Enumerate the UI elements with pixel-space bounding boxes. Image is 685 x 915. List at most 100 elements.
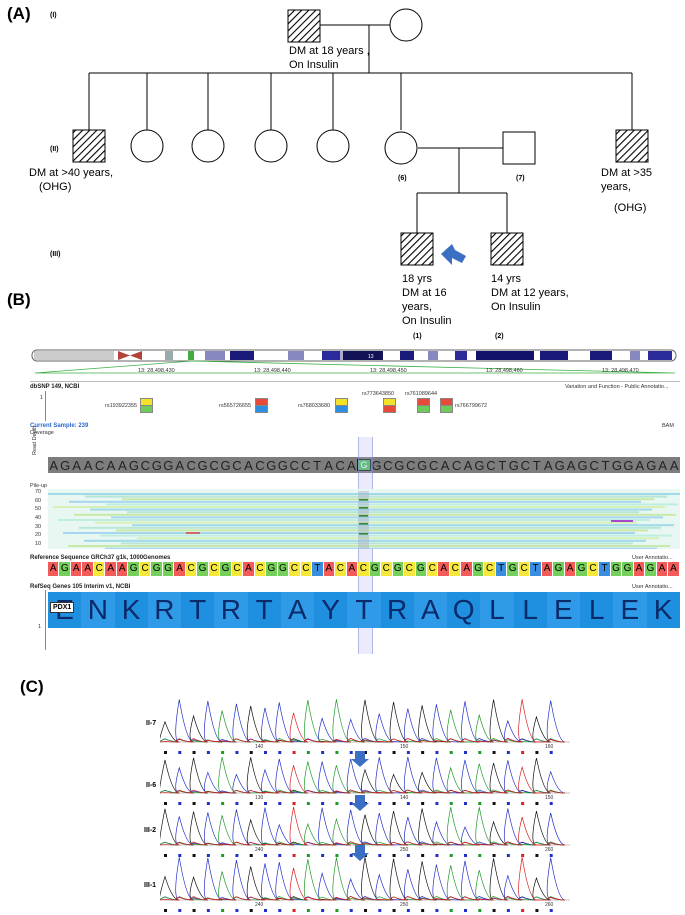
reference-base: C [185, 562, 198, 576]
dbsnp-scale-1: 1 [40, 395, 44, 401]
base-call-marker [506, 751, 510, 754]
variant-arrow-icon [351, 751, 369, 767]
coverage-base: A [543, 457, 553, 473]
generation-label-ii: (II) [50, 146, 59, 153]
base-call-marker [292, 854, 296, 857]
variant-read-mark [359, 499, 368, 501]
base-call-marker [249, 909, 253, 912]
pileup-axis: 70 60 50 40 30 20 10 [35, 489, 42, 548]
base-call-marker [521, 909, 525, 912]
coverage-base: C [301, 457, 311, 473]
amino-acid: L [480, 592, 514, 628]
bam-menu[interactable]: BAM [662, 423, 674, 429]
base-call-marker [421, 854, 425, 857]
base-call-marker [235, 802, 239, 805]
snp-label-1[interactable]: rs193922355 [105, 403, 138, 409]
coverage-base: G [151, 457, 162, 473]
mismatch-mark [186, 532, 200, 534]
female-ii2 [130, 129, 164, 163]
snp-label-6[interactable]: rs766799672 [455, 403, 488, 409]
base-call-marker [164, 909, 167, 912]
male-ii7 [502, 131, 536, 165]
base-call-marker [192, 909, 196, 912]
base-call-marker [235, 909, 239, 912]
refseq-track-title: RefSeq Genes 105 Interim v1, NCBI [30, 584, 131, 590]
gene-name-label[interactable]: PDX1 [50, 602, 75, 613]
coverage-base: A [658, 457, 668, 473]
pileup-read [132, 524, 674, 527]
base-call-marker [535, 802, 539, 805]
coverage-base: A [635, 457, 645, 473]
amino-acid: N [81, 592, 115, 628]
base-call-marker [321, 751, 325, 754]
snp-label-5[interactable]: rs761089644 [405, 391, 438, 397]
coverage-base: A [83, 457, 93, 473]
base-call-marker [406, 802, 410, 805]
reference-base: C [231, 562, 244, 576]
base-call-marker [306, 802, 310, 805]
coverage-base: C [140, 457, 151, 473]
amino-acid: K [114, 592, 148, 628]
amino-acid: E [546, 592, 580, 628]
amino-acid: Y [314, 592, 348, 628]
base-call-marker [206, 751, 210, 754]
coverage-base: G [417, 457, 428, 473]
panel-c-label: (C) [20, 677, 44, 696]
trace-tick-label: 240 [255, 902, 264, 908]
base-call-marker [335, 751, 339, 754]
coverage-base: G [163, 457, 174, 473]
base-call-marker [164, 751, 167, 754]
snp-label-4[interactable]: rs773643850 [362, 391, 395, 397]
coverage-base: C [289, 457, 299, 473]
pileup-read [122, 498, 654, 501]
coverage-base: T [313, 457, 322, 473]
reference-base: A [633, 562, 646, 576]
base-call-marker [192, 751, 196, 754]
base-call-marker [321, 909, 325, 912]
reference-base: G [220, 562, 232, 576]
base-call-marker [464, 802, 467, 805]
reference-base: C [426, 562, 439, 576]
coverage-base: C [383, 457, 393, 473]
refseq-track-menu[interactable]: User Annotatio... [632, 584, 673, 590]
female-ii4 [254, 129, 288, 163]
base-call-marker [264, 854, 267, 857]
coverage-base: G [371, 457, 382, 473]
dbsnp-track-menu[interactable]: Variation and Function - Public Annotati… [565, 384, 669, 390]
coverage-base: C [520, 457, 530, 473]
reference-base: C [300, 562, 313, 576]
base-call-marker [278, 751, 282, 754]
reference-base: A [541, 562, 554, 576]
base-call-marker [206, 854, 210, 857]
snp-label-2[interactable]: rs565726655 [219, 403, 252, 409]
pileup-label: Pile-up [30, 483, 48, 489]
reference-base: C [335, 562, 347, 576]
coverage-base: C [255, 457, 265, 473]
base-call-marker [278, 909, 282, 912]
base-call-marker [521, 802, 525, 805]
pileup-read [111, 516, 663, 519]
pileup-reads [48, 489, 680, 549]
reference-base: C [93, 562, 106, 576]
coverage-base: A [106, 457, 116, 473]
base-call-marker [378, 802, 382, 805]
base-call-marker [378, 854, 382, 857]
panel-a-label: (A) [7, 4, 31, 23]
reference-track-menu[interactable]: User Annotatio... [632, 555, 673, 561]
coverage-base: A [324, 457, 333, 473]
read-depth-label: Read Depth [32, 425, 38, 455]
pileup-read [137, 537, 659, 540]
base-call-marker [249, 802, 253, 805]
reference-base: G [507, 562, 519, 576]
base-call-marker [306, 909, 310, 912]
base-call-marker [235, 751, 239, 754]
trace-label-iii1: III-1 [144, 882, 157, 889]
reference-base: G [369, 562, 382, 576]
chromosome-ideogram: 13 [31, 349, 677, 374]
coverage-base: C [589, 457, 599, 473]
amino-acid: A [413, 592, 447, 628]
snp-label-3[interactable]: rs768033680 [298, 403, 331, 409]
reference-base: G [151, 562, 163, 576]
base-call-marker [521, 854, 525, 857]
